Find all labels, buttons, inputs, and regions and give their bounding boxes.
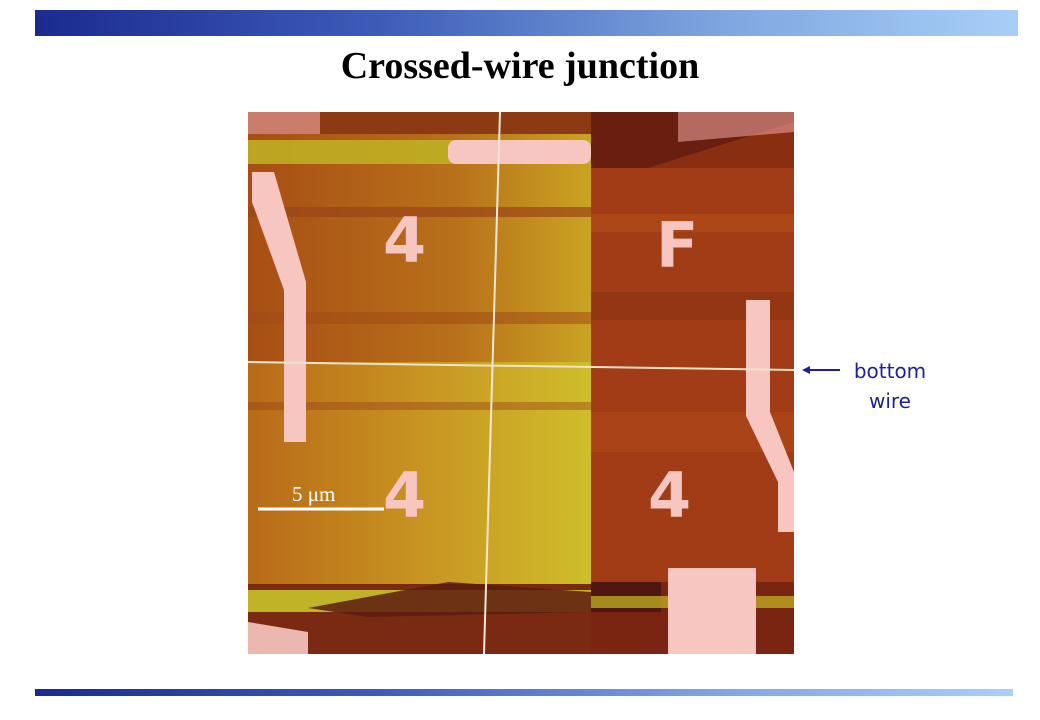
scale-bar-label: 5 μm xyxy=(292,482,336,506)
left-scan-panel: 4 4 xyxy=(248,112,591,654)
footer-gradient-bar xyxy=(35,689,1013,696)
bottom-wire xyxy=(248,361,794,371)
header-gradient-bar xyxy=(35,10,1018,36)
annotation-line-2: wire xyxy=(868,389,911,413)
digit-mark-top-left: 4 xyxy=(383,204,426,277)
digit-mark-bottom-left: 4 xyxy=(383,459,426,532)
slide-title: Crossed-wire junction xyxy=(340,45,700,87)
bottom-wire-annotation: bottom wire xyxy=(840,356,940,416)
top-wire xyxy=(483,112,501,654)
arrow-left-icon xyxy=(802,366,840,374)
digit-mark-bottom-right: 4 xyxy=(648,459,691,532)
right-scan-panel: F 4 xyxy=(591,112,794,654)
annotation-line-1: bottom xyxy=(853,359,927,383)
afm-scan-image: 4 4 F 4 xyxy=(248,112,794,654)
digit-mark-top-right: F xyxy=(656,209,698,282)
